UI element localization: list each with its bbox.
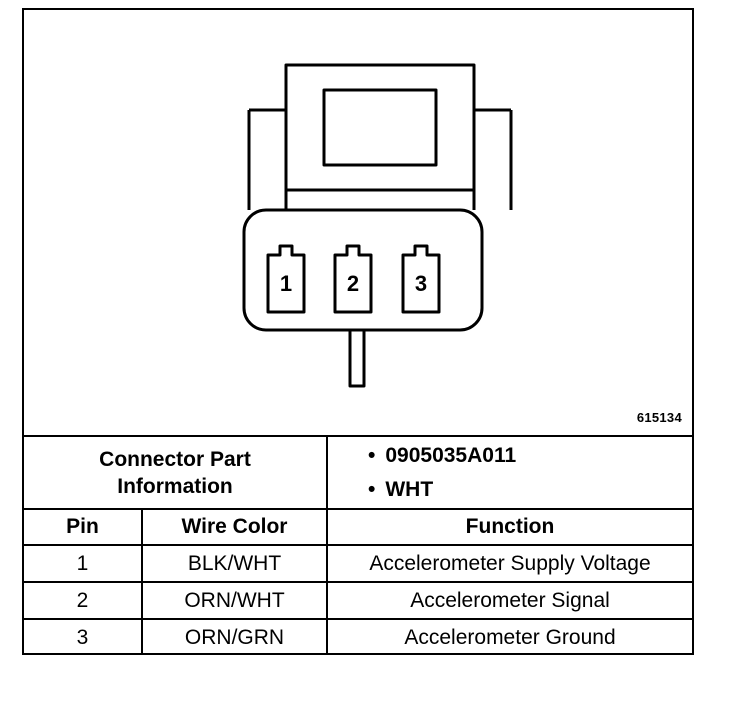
pin-cavity-3 [401,244,441,314]
header-pin: Pin [24,508,143,546]
table-row: 1 BLK/WHT Accelerometer Supply Voltage [24,544,692,583]
pin-cavity-2 [333,244,373,314]
part-info-label-line1: Connector Part [99,447,251,471]
latch-inner-notch [322,88,438,167]
pin-label-2: 2 [347,271,359,296]
row-function: Accelerometer Supply Voltage [326,544,692,583]
row-wire-color: ORN/GRN [141,618,328,655]
diagram-id-label: 615134 [636,410,682,425]
connector-latch [284,63,476,210]
part-info-label-cell: Connector Part Information [24,435,328,510]
connector-diagram-frame: 1 2 3 615134 Connector Part Information … [22,8,694,655]
header-function: Function [326,508,692,546]
pin-label-1: 1 [280,271,292,296]
connector-info-table: Connector Part Information • 0905035A011 … [24,435,692,655]
part-number: 0905035A011 [385,443,517,467]
table-row: 2 ORN/WHT Accelerometer Signal [24,581,692,620]
table-row: 3 ORN/GRN Accelerometer Ground [24,618,692,655]
row-wire-color: ORN/WHT [141,581,328,620]
part-color-line: • WHT [368,473,692,507]
row-wire-color: BLK/WHT [141,544,328,583]
row-pin: 2 [24,581,143,620]
latch-right-arm [472,108,511,210]
part-info-values-cell: • 0905035A011 • WHT [326,435,692,510]
part-number-line: • 0905035A011 [368,439,692,473]
row-function: Accelerometer Ground [326,618,692,655]
table-header-row: Pin Wire Color Function [24,508,692,546]
pin-cavity-1 [266,244,306,314]
bullet-icon: • [368,443,376,467]
part-info-label-line2: Information [117,474,233,498]
pin-label-3: 3 [415,271,427,296]
row-function: Accelerometer Signal [326,581,692,620]
part-color: WHT [385,477,434,501]
header-wire-color: Wire Color [141,508,328,546]
row-pin: 3 [24,618,143,655]
bullet-icon: • [368,477,376,501]
latch-left-arm [249,108,288,210]
wire-lead [348,328,366,388]
part-info-row: Connector Part Information • 0905035A011 … [24,435,692,510]
row-pin: 1 [24,544,143,583]
connector-drawing: 1 2 3 [242,63,513,388]
